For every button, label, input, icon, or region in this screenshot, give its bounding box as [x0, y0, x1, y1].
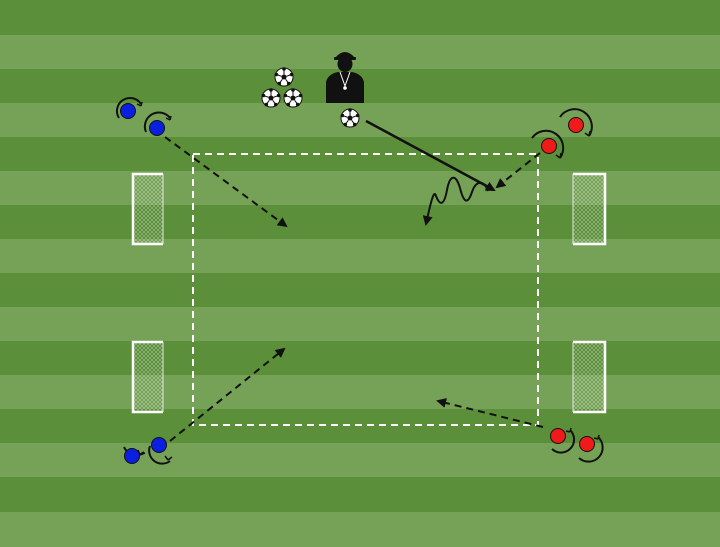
goal-bottom-left — [131, 340, 164, 414]
dribble-arrow — [422, 176, 489, 226]
player-icon — [148, 437, 173, 465]
goal-top-right — [572, 172, 607, 246]
coach-serve-arrow — [365, 119, 496, 192]
grass-stripe — [0, 307, 720, 341]
mini-goal-icon — [572, 172, 607, 246]
blue-team — [116, 97, 173, 465]
mini-goal-icon — [131, 340, 164, 414]
grass-stripe — [0, 341, 720, 375]
player-icon — [559, 108, 593, 137]
grass-stripe — [0, 273, 720, 307]
grass-stripe — [0, 205, 720, 239]
player-icon — [531, 129, 565, 159]
player-icon — [578, 434, 604, 463]
grass-stripe — [0, 171, 720, 205]
player-icon — [123, 446, 146, 464]
coach — [326, 52, 364, 103]
grass-stripe — [0, 0, 720, 35]
pass-arrows — [164, 136, 544, 442]
grass-stripe — [0, 239, 720, 273]
player-icon — [550, 427, 576, 454]
pass-arrow-blue-bottom — [169, 347, 286, 442]
grass-stripe — [0, 512, 720, 547]
player-icon — [143, 111, 172, 136]
goal-top-left — [131, 172, 164, 246]
grass-stripe — [0, 35, 720, 69]
pass-arrow-red-top — [495, 152, 541, 189]
red-team — [531, 108, 604, 463]
grass-stripe — [0, 137, 720, 171]
goal-bottom-right — [572, 340, 607, 414]
pass-arrow-red-bottom — [436, 398, 544, 428]
coach-icon — [326, 52, 364, 103]
grass-stripe — [0, 375, 720, 409]
grass-stripe — [0, 103, 720, 137]
pass-arrow-blue-top — [164, 136, 288, 228]
mini-goal-icon — [572, 340, 607, 414]
mini-goal-icon — [131, 172, 164, 246]
player-icon — [116, 97, 143, 119]
grass-stripe — [0, 443, 720, 477]
playing-area-boundary — [192, 153, 539, 426]
grass-stripe — [0, 477, 720, 512]
